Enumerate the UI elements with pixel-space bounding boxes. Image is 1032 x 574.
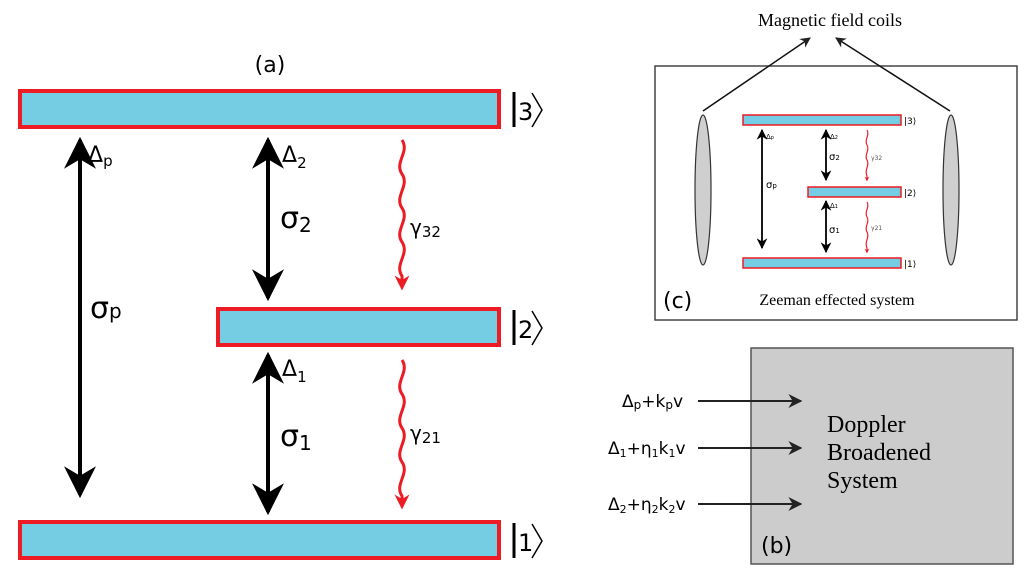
energy-level-1	[18, 520, 501, 560]
panel-a-label: (a)	[255, 53, 286, 78]
sigma-1-label: σ1	[280, 419, 312, 455]
zeeman-sigma-p-label: σp	[766, 180, 777, 191]
panel-b: Doppler Broadened System (b) Δp+kpv Δ1+η…	[608, 347, 1014, 565]
zeeman-level-2	[807, 186, 902, 198]
zeeman-ket-1: |1⟩	[904, 260, 916, 270]
gamma-21-label: γ21	[410, 421, 441, 447]
zeeman-gamma-32-arrow	[864, 129, 870, 182]
panel-a: (a) 3 2 1 Δp σp Δ2 σ2 Δ1	[18, 53, 543, 560]
zeeman-ket-2: |2⟩	[904, 189, 916, 199]
doppler-system-box	[750, 347, 1014, 565]
zeeman-gamma-21-arrow	[864, 201, 870, 254]
delta-2-label: Δ2	[282, 143, 307, 172]
zeeman-sigma-2-label: σ2	[829, 152, 840, 163]
magnetic-coil-right	[942, 114, 960, 266]
delta-p-label: Δp	[88, 143, 113, 170]
doppler-title-line-2: Broadened	[827, 440, 931, 466]
coil-pointer-arrow-right	[835, 37, 951, 112]
zeeman-gamma-21-label: γ21	[871, 225, 882, 232]
input-label-probe: Δp+kpv	[622, 392, 683, 412]
zeeman-delta-2-label: Δ2	[830, 133, 838, 141]
zeeman-level-3	[742, 114, 902, 126]
panel-c: Magnetic field coils |3⟩ |2⟩ |1⟩ Δp σp Δ…	[654, 10, 1018, 321]
energy-level-2	[216, 307, 501, 347]
ket-3: 3	[512, 92, 543, 128]
gamma-21-decay-arrow	[394, 359, 410, 510]
sigma-2-label: σ2	[280, 201, 312, 237]
gamma-32-label: γ32	[410, 215, 441, 241]
zeeman-delta-p-label: Δp	[766, 133, 774, 141]
svg-text:3: 3	[518, 98, 533, 126]
svg-text:1: 1	[518, 529, 533, 557]
zeeman-gamma-32-label: γ32	[871, 155, 882, 162]
ket-2: 2	[512, 310, 543, 346]
sigma-p-label: σp	[90, 291, 122, 326]
coil-pointer-arrow-left	[702, 37, 811, 112]
doppler-title-line-1: Doppler	[827, 412, 906, 438]
panel-c-label: (c)	[663, 289, 692, 314]
input-label-field-2: Δ2+η2k2v	[608, 495, 686, 516]
energy-level-3	[18, 89, 501, 129]
ket-1: 1	[512, 523, 543, 559]
zeeman-sigma-1-label: σ1	[829, 225, 840, 236]
magnetic-coil-left	[694, 114, 712, 266]
delta-1-label: Δ1	[282, 357, 307, 386]
zeeman-delta-1-label: Δ1	[830, 202, 838, 210]
doppler-title-line-3: System	[827, 468, 898, 494]
gamma-32-decay-arrow	[394, 139, 410, 291]
panel-b-label: (b)	[761, 534, 792, 559]
zeeman-caption: Zeeman effected system	[759, 292, 915, 309]
svg-text:2: 2	[518, 316, 533, 344]
magnetic-field-coils-title: Magnetic field coils	[758, 10, 902, 30]
input-label-field-1: Δ1+η1k1v	[608, 439, 686, 460]
zeeman-level-1	[742, 257, 902, 269]
zeeman-ket-3: |3⟩	[904, 117, 916, 127]
